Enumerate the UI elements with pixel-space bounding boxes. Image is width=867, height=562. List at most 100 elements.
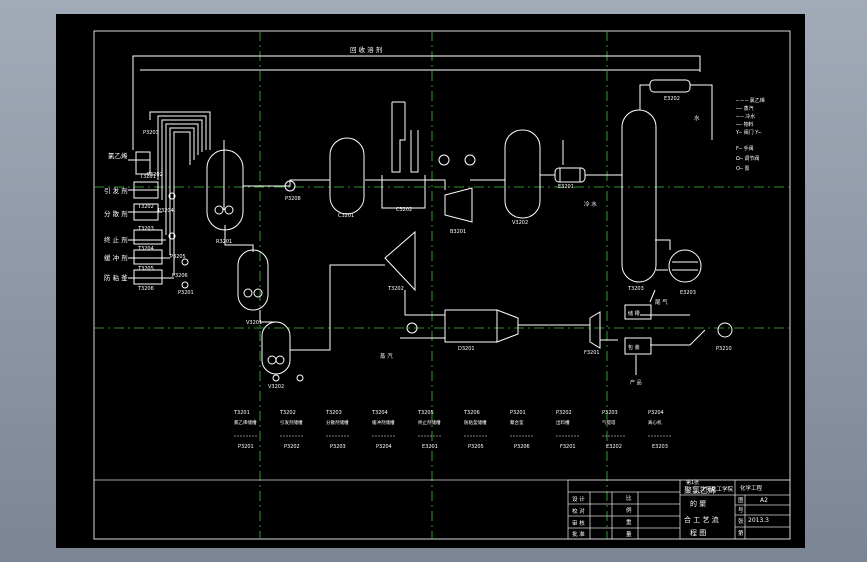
equipment-list-tag: P3201 <box>510 410 526 416</box>
tag-c3202: C3202 <box>396 207 412 213</box>
legend-item-6: Ω─ 调节阀 <box>736 155 759 162</box>
legend-item-5: F─ 手阀 <box>736 145 753 152</box>
top-line-label: 回 收 溶 剂 <box>350 45 382 54</box>
equipment-list-tag: T3205 <box>417 410 434 416</box>
equipment-list2-tag: E3203 <box>652 444 668 450</box>
process-lines <box>128 55 713 375</box>
tag-p3201: P3201 <box>178 290 194 296</box>
reboiler-e3203 <box>668 249 702 283</box>
reactor-r3201 <box>206 149 244 231</box>
legend-item-1: ── 蒸汽 <box>735 105 754 112</box>
equipment-list2-tag: P3203 <box>330 444 346 450</box>
tag-e3202: E3202 <box>664 96 680 102</box>
equipment-list-tag: P3204 <box>648 410 664 416</box>
water2-label: 冷 水 <box>584 200 597 208</box>
box-lower-label: 包 装 <box>628 344 640 351</box>
title-line-3: 合 工 艺 流 <box>684 515 719 524</box>
title-right-3: 第 <box>738 529 744 537</box>
equipment-list-tag: T3204 <box>371 410 388 416</box>
feed-label-4: 终 止 剂 <box>104 235 128 244</box>
title-mid-2: 重 <box>626 518 632 526</box>
tank-t3206 <box>133 269 163 285</box>
title-line-1: 聚氯乙烯 <box>684 485 716 495</box>
equipment-list-tag: T3203 <box>325 410 342 416</box>
tag-p3203: P3203 <box>143 130 159 136</box>
tag-p3208: P3208 <box>285 196 301 202</box>
tag-r3201: R3201 <box>216 239 232 245</box>
title-size: A2 <box>760 497 768 504</box>
tag-e3201: E3201 <box>558 184 574 190</box>
equipment-list2-tag: P3202 <box>284 444 300 450</box>
legend-item-2: ─·─ 冷水 <box>735 113 755 120</box>
legend: ─ ─ ─ 氯乙烯 ── 蒸汽 ─·─ 冷水 ── 物料 Y─ 阀门 Y─ F─… <box>735 97 765 172</box>
title-row-1: 校 对 <box>572 507 585 515</box>
equipment-list-tag: T3206 <box>463 410 480 416</box>
equipment-list2-tag: E3202 <box>606 444 622 450</box>
title-mid-1: 例 <box>626 506 632 514</box>
feed-label-3: 分 散 剂 <box>104 209 128 218</box>
tank-t3205 <box>133 249 163 265</box>
equipment-list2-tag: E3201 <box>422 444 438 450</box>
equipment-list-name: 防粘釜储槽 <box>464 419 487 426</box>
legend-item-4: Y─ 阀门 Y─ <box>735 129 762 136</box>
box-upper-label: 储 槽 <box>628 310 640 317</box>
tag-t3201: T3201 <box>139 174 156 180</box>
tag-p3210: P3210 <box>716 346 732 352</box>
equipment-list-name: 缓冲剂储槽 <box>372 419 395 426</box>
condenser-e3202 <box>649 79 691 93</box>
title-row-2: 审 核 <box>572 519 585 527</box>
tank-t3203 <box>133 203 159 221</box>
equipment-list2-tag: P3205 <box>468 444 484 450</box>
title-dept: 化学工程 <box>740 484 763 492</box>
vessel-v3201 <box>237 249 269 311</box>
vessel-lower <box>261 321 291 375</box>
legend-item-3: ── 物料 <box>735 121 754 128</box>
title-block-frame <box>94 479 791 540</box>
tag-e3203: E3203 <box>680 290 696 296</box>
equipment-list2-tag: P3201 <box>238 444 254 450</box>
steam-label: 蒸 汽 <box>380 352 393 360</box>
tag-t3204: T3204 <box>137 246 154 252</box>
equipment-list-name: 出料槽 <box>556 419 570 426</box>
tag-product: 产 品 <box>630 379 642 386</box>
title-row-0: 设 计 <box>572 495 585 503</box>
exchanger-e3201 <box>554 167 586 183</box>
equipment-list-name: 聚合釜 <box>510 419 524 426</box>
instrument-3 <box>406 322 418 334</box>
title-right-1: 号 <box>738 507 744 514</box>
tank-t3204 <box>133 229 163 245</box>
feed-label-5: 缓 冲 剂 <box>104 253 128 262</box>
filter-f3201 <box>589 311 601 349</box>
tag-d3201: D3201 <box>458 346 475 352</box>
title-school: 沈阳化工学院 <box>700 485 734 493</box>
cyclone-t3202 <box>384 230 416 292</box>
title-block-text: 第1张 沈阳化工学院 化学工程 聚氯乙烯 的 聚 合 工 艺 流 程 图 A2 … <box>572 479 769 538</box>
water-label: 水 <box>694 114 700 122</box>
tag-p3202: P3202 <box>147 172 163 178</box>
equipment-list-tag: T3201 <box>233 410 250 416</box>
equipment-list: T3201氯乙烯储槽P3201T3202引发剂储槽P3202T3203分散剂储槽… <box>233 410 672 450</box>
tag-t3202: T3202 <box>137 204 154 210</box>
tag-p3205: P3205 <box>170 254 186 260</box>
equipment-list-name: 分散剂储槽 <box>326 419 349 426</box>
sheet-background <box>56 14 805 548</box>
vessel-v3202 <box>504 129 541 219</box>
title-right-0: 图 <box>738 496 744 504</box>
title-mid-3: 量 <box>626 531 632 538</box>
tag-v3202-lower: V3202 <box>268 384 284 390</box>
equipment-list-name: 终止剂储槽 <box>418 419 441 426</box>
tank-c3202 <box>381 175 426 209</box>
center-lines <box>94 31 790 539</box>
title-line-4: 程 图 <box>690 528 706 537</box>
feed-label-2: 引 发 剂 <box>104 186 128 195</box>
feed-label-1: 氯乙烯 <box>108 151 128 160</box>
drawing-frame <box>93 30 791 540</box>
title-sheet-no: 第1张 <box>686 479 699 486</box>
title-date: 2013.3 <box>748 517 769 524</box>
title-row-3: 批 准 <box>572 530 585 538</box>
exhaust-label: 尾 气 <box>655 298 668 306</box>
equipment-list2-tag: P3206 <box>514 444 530 450</box>
tag-p3204: P3204 <box>158 208 174 214</box>
